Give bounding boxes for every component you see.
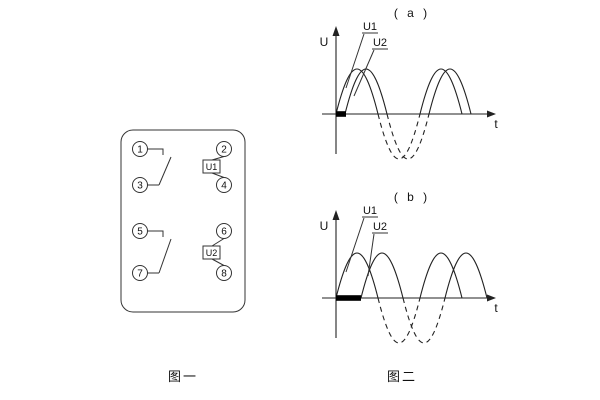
terminal-6: 6 xyxy=(216,223,232,239)
waveform-plot-a: ( a ) U t U1 U2 xyxy=(320,6,498,160)
relay-terminal-diagram: U1 U2 1 2 3 4 xyxy=(120,129,246,313)
x-axis-label: t xyxy=(494,301,498,315)
u2-curve-label: U2 xyxy=(373,221,387,233)
terminal-circle xyxy=(132,141,148,157)
y-axis-label: U xyxy=(320,35,329,49)
terminal-number: 5 xyxy=(137,227,143,238)
curve-labels: U1 U2 xyxy=(345,205,388,277)
u1-negative-halfwave-dashed xyxy=(377,113,421,160)
u2-negative-halfwave-dashed xyxy=(402,297,446,344)
u1-curve-label: U1 xyxy=(363,21,377,33)
terminal-1: 1 xyxy=(132,141,148,157)
terminal-number: 4 xyxy=(221,181,227,192)
u2-positive-halfwaves xyxy=(360,252,488,299)
terminal-circle xyxy=(216,265,232,281)
u1-leader-line xyxy=(345,33,365,89)
curve-u1 xyxy=(335,68,463,160)
coil-u2-label: U2 xyxy=(206,248,218,258)
terminal-circle xyxy=(132,177,148,193)
terminal-2: 2 xyxy=(216,141,232,157)
waveform-plot-b: ( b ) U t U1 U2 xyxy=(320,190,498,344)
coil-lead-top xyxy=(211,156,225,161)
y-axis-arrow-icon xyxy=(332,26,340,36)
coil-u1-label: U1 xyxy=(206,162,218,172)
curve-labels: U1 U2 xyxy=(345,21,388,97)
terminal-circle xyxy=(132,223,148,239)
terminal-3: 3 xyxy=(132,177,148,193)
u2-leader-line xyxy=(353,49,375,97)
u2-positive-halfwaves xyxy=(344,68,472,115)
curve-u2 xyxy=(360,252,488,344)
x-axis-arrow-icon xyxy=(487,294,496,302)
terminal-4: 4 xyxy=(216,177,232,193)
u1-curve-label: U1 xyxy=(363,205,377,217)
terminal-number: 1 xyxy=(137,145,143,156)
terminal-number: 8 xyxy=(221,269,227,280)
terminal-circle xyxy=(216,141,232,157)
terminal-circle xyxy=(216,223,232,239)
coil-u2-box xyxy=(202,245,221,260)
terminal-number: 2 xyxy=(221,145,227,156)
coil-u2: U2 xyxy=(202,238,225,266)
coil-lead-bottom xyxy=(211,258,225,266)
contact-blade xyxy=(158,156,172,186)
terminal-7: 7 xyxy=(132,265,148,281)
plot-a-title: ( a ) xyxy=(394,6,430,20)
terminal-circle xyxy=(216,177,232,193)
figure2-caption: 图二 xyxy=(386,369,417,384)
terminal-circle xyxy=(132,265,148,281)
plot-b-title: ( b ) xyxy=(394,190,430,204)
terminal-number: 6 xyxy=(221,227,227,238)
y-axis-label: U xyxy=(320,219,329,233)
u2-curve-label: U2 xyxy=(373,37,387,49)
time-delay-bar xyxy=(336,111,346,117)
u1-leader-line xyxy=(345,217,365,273)
axes: U t xyxy=(320,26,498,154)
contact-blade xyxy=(158,238,172,274)
coil-u1: U1 xyxy=(202,156,225,178)
coil-lead-top xyxy=(211,238,225,247)
x-axis-label: t xyxy=(494,117,498,131)
x-axis-arrow-icon xyxy=(487,110,496,118)
relay-case-outline xyxy=(120,129,246,313)
contact-switch-1-3 xyxy=(147,148,172,186)
u2-leader-line xyxy=(367,233,375,277)
u1-positive-halfwaves xyxy=(335,252,463,299)
curve-u1 xyxy=(335,252,463,344)
terminal-number: 7 xyxy=(137,269,143,280)
u2-negative-halfwave-dashed xyxy=(386,113,430,160)
coil-lead-bottom xyxy=(211,172,225,178)
contact-fixed-lead xyxy=(147,148,164,155)
terminal-8: 8 xyxy=(216,265,232,281)
coil-u1-box xyxy=(202,159,221,174)
u1-negative-halfwave-dashed xyxy=(377,297,421,344)
terminal-5: 5 xyxy=(132,223,148,239)
contact-switch-5-7 xyxy=(147,230,172,274)
time-delay-bar xyxy=(336,295,361,301)
y-axis-arrow-icon xyxy=(332,210,340,220)
u1-positive-halfwaves xyxy=(335,68,463,115)
contact-fixed-lead xyxy=(147,230,164,237)
figure1-caption: 图一 xyxy=(167,369,198,384)
terminal-number: 3 xyxy=(137,181,143,192)
